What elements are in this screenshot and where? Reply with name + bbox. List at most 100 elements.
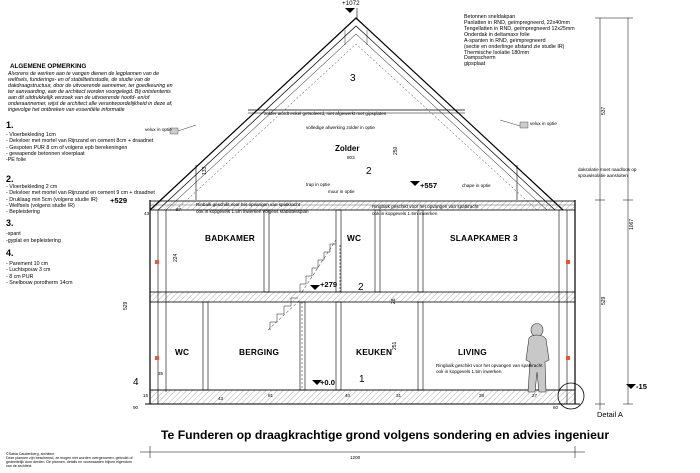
marker-2-upper: 2: [366, 166, 372, 177]
dim-60: 60: [553, 405, 559, 410]
level-557: +557: [420, 181, 438, 190]
bottom-dimension-line: [140, 446, 585, 458]
general-line: ingevolge het ontbreken van essentiële i…: [8, 106, 125, 113]
detail-a-label: Detail A: [597, 410, 623, 419]
beam-note-left-2: ook in kopgevels 1.5m inwerken volgens s…: [196, 209, 309, 214]
general-remark: Alvorens de werken aan te vangen dienen …: [8, 71, 173, 113]
note-line: -PE folie: [6, 157, 27, 163]
overall-width: 1200: [350, 455, 361, 460]
marker-3: 3: [350, 73, 356, 84]
room-keuken: KEUKEN: [356, 347, 393, 357]
dim-35: 35: [158, 371, 164, 376]
mid-floor-slab: [149, 291, 576, 303]
roof-note: A-spanten in RND, geïmpregneerd: [464, 37, 546, 44]
stair-note-1: trap in optie: [306, 182, 331, 187]
note-line: - Welfsels (volgens studie IR): [6, 202, 75, 209]
dim-90: 90: [133, 405, 139, 410]
roof-note: (sectie en onderlinge afstand zie studie…: [464, 43, 565, 50]
general-line: aan dit uitdrukkelijk verzoek van de uit…: [8, 94, 150, 101]
human-figure: [525, 323, 550, 393]
general-line: Alvorens de werken aan te vangen dienen …: [8, 71, 160, 77]
roof-note: Thermische Isolatie 180mm: [464, 49, 530, 56]
note-4-number: 4.: [6, 248, 14, 258]
insulation-marks: [155, 260, 570, 360]
interior-walls-ground: [202, 301, 424, 391]
note-line: - Vloerbekleding 2 cm: [6, 184, 58, 190]
roof-note: Tengellatten in RND, geïmpregneerd 12x25…: [464, 25, 575, 32]
marker-4: 4: [133, 377, 139, 388]
footer-line: Deze plannen zijn beschermd, ze mogen ni…: [6, 456, 133, 461]
note-4: - Parement 10 cm - Luchtspouw 3 cm - 8 c…: [6, 261, 73, 286]
velux-left: velux in optie: [145, 127, 172, 132]
note-1-number: 1.: [6, 120, 14, 130]
velux-right-marker: [499, 119, 529, 129]
level-0: +0.0: [320, 378, 335, 387]
note-line: - 8 cm PUR: [6, 273, 34, 280]
dim-81: 81: [268, 393, 274, 398]
roof-note: Onderdak in deltamaxx folie: [464, 31, 530, 38]
note-3: -spant -gyplat en bepleistering: [6, 231, 61, 245]
level-529: +529: [110, 196, 128, 205]
stair-note-2: muur in optie: [328, 189, 355, 194]
interior-walls-first: [263, 209, 424, 293]
room-living: LIVING: [458, 347, 487, 357]
note-2: - Vloerbekleding 2 cm - Dekvloer met mor…: [6, 184, 155, 215]
general-line: onderaannemer, wijst de architect alle v…: [8, 100, 173, 107]
level-279: +279: [320, 280, 338, 289]
dim-27-ground: 27: [532, 393, 538, 398]
note-line: - Vloerbekleding 1cm: [6, 132, 56, 138]
roof-notes: Betonnen sneldakpan Panlatten in RND, ge…: [464, 14, 575, 68]
top-level-marker: [345, 8, 358, 20]
dim-28-ground: 28: [479, 393, 485, 398]
roof-note: Dampscherm: [464, 55, 496, 62]
room-berging: BERGING: [239, 347, 280, 357]
dim-529-left: 529: [123, 301, 129, 310]
daksolatie-note-2: spouwisolatie aansluiten: [578, 173, 628, 178]
exterior-walls: [149, 200, 576, 404]
note-line: -gyplat en bepleistering: [6, 237, 61, 244]
note-line: - Gespoten PUR 8 cm of volgens epb berek…: [6, 144, 128, 151]
note-line: - gewapende betonnen vloerplaat: [6, 150, 85, 157]
right-dimension-lines: [595, 17, 633, 410]
marker-2-lower: 2: [358, 282, 364, 293]
dim-529-right: 529: [601, 296, 607, 305]
note-line: - Bepleistering: [6, 209, 40, 215]
beam-note-ground-1: Ringbalk geschikt voor het opvangen van …: [436, 363, 543, 368]
beam-note-right-1: Ringbalk geschikt voor het opvangen van …: [372, 204, 479, 209]
room-slaapkamer-3: SLAAPKAMER 3: [450, 233, 518, 243]
note-line: - Druklaag min 5cm (volgens studie IR): [6, 196, 98, 203]
dim-251: 251: [392, 341, 398, 350]
dim-250: 250: [393, 146, 399, 155]
daksolatie-note-1: daksolatie moet naadloos op: [578, 167, 637, 172]
staircase: [267, 239, 337, 390]
chape-note: chape in optie: [462, 183, 491, 188]
room-wc-ground: WC: [175, 347, 190, 357]
marker-1: 1: [359, 374, 365, 385]
attic-note-2: volledige afwerking zolder in optie: [306, 125, 375, 130]
room-wc-first: WC: [347, 233, 362, 243]
dim-537: 537: [601, 106, 607, 115]
note-2-number: 2.: [6, 174, 14, 184]
general-line: ter aanvaarding, aan de architect worden…: [8, 88, 171, 95]
roof-note: Betonnen sneldakpan: [464, 14, 516, 20]
footer-copyright: ©Sabia Caudenberg, architect Deze planne…: [6, 452, 132, 469]
beam-note-left-1: Rinbalk geschikt voor het opvangen van s…: [196, 202, 300, 207]
level-minus-15: -15: [636, 382, 647, 391]
note-3-number: 3.: [6, 218, 14, 228]
dim-1067: 1067: [629, 218, 635, 230]
dim-43-ground: 43: [218, 396, 224, 401]
note-1: - Vloerbekleding 1cm - Dekvloer met mort…: [6, 132, 153, 163]
general-line: welfsels, funderings- en of stabiliteits…: [8, 76, 151, 83]
general-heading: ALGEMENE OPMERKING: [10, 63, 87, 70]
dim-224: 224: [173, 253, 179, 262]
dim-31: 31: [396, 393, 402, 398]
note-line: - Snelbouw porotherm 14cm: [6, 280, 73, 287]
dim-40: 40: [345, 393, 351, 398]
velux-left-marker: [169, 124, 197, 135]
beam-note-right-2: ook in kopgevels 1.5m inwerken: [372, 211, 438, 216]
footer-line: ©Sabia Caudenberg, architect: [6, 452, 55, 456]
attic-height: 803: [347, 155, 355, 160]
footer-line: gedeeltelijk door derden. De plannen, de…: [6, 460, 132, 465]
detail-a-circle: [557, 382, 585, 410]
drawing-title: Te Funderen op draagkrachtige grond volg…: [161, 428, 610, 442]
